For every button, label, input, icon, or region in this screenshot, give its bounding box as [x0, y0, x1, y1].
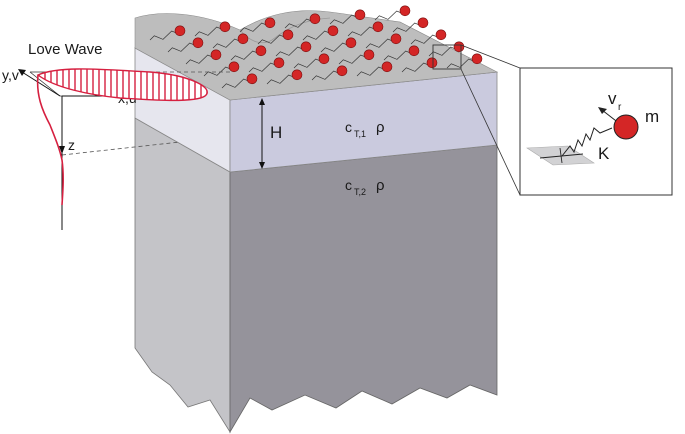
- surface-resonator-mass: [372, 21, 384, 33]
- surface-resonator-mass: [354, 9, 366, 21]
- surface-springs: [149, 10, 474, 89]
- surface-spring: [311, 70, 339, 81]
- y-axis-arrowhead: [18, 69, 26, 76]
- surface-spring: [230, 50, 258, 61]
- zoom-region-marker: [432, 44, 462, 70]
- diagram-title: Love Wave: [28, 41, 102, 58]
- surface-resonator-mass: [300, 41, 312, 53]
- surface-resonator-mass: [426, 57, 438, 69]
- y-axis-label: y,v: [2, 67, 19, 83]
- inset-resonator-mass: [613, 114, 639, 140]
- wave-reference-box-left: [29, 71, 61, 97]
- inset-stiffness-label: K: [598, 144, 610, 163]
- surface-resonator-masses: [174, 5, 483, 85]
- surface-spring: [374, 10, 402, 21]
- resonator-surface-film: [134, 10, 499, 101]
- surface-resonator-mass: [453, 41, 465, 53]
- surface-resonator-mass: [417, 17, 429, 29]
- surface-spring: [356, 66, 384, 77]
- surface-spring: [320, 42, 348, 53]
- inset-spring: [561, 127, 613, 157]
- surface-resonator-mass: [390, 33, 402, 45]
- surface-spring: [383, 50, 411, 61]
- substrate-side-face: [134, 117, 231, 434]
- surface-spring: [392, 22, 420, 33]
- surface-resonator-mass: [210, 49, 222, 61]
- velocity-arrowhead: [598, 107, 607, 114]
- love-wave-displacement-lobe: [36, 68, 208, 102]
- y-axis-line: [21, 71, 61, 97]
- surface-spring: [446, 58, 474, 69]
- substrate-velocity-symbol: c: [345, 177, 352, 193]
- z-axis-arrowhead: [59, 146, 65, 154]
- surface-spring: [401, 62, 429, 73]
- surface-spring: [239, 22, 267, 33]
- surface-resonator-mass: [408, 45, 420, 57]
- surface-spring: [185, 54, 213, 65]
- surface-spring: [221, 78, 249, 89]
- love-wave-depth-profile: [36, 74, 64, 206]
- surface-spring: [284, 18, 312, 29]
- surface-spring: [149, 30, 177, 41]
- surface-spring: [275, 46, 303, 57]
- surface-spring: [365, 38, 393, 49]
- layer1-velocity-symbol: c: [345, 119, 352, 135]
- surface-spring: [167, 42, 195, 53]
- wave-dashed-bottom: [61, 141, 181, 156]
- surface-resonator-mass: [471, 53, 483, 65]
- surface-resonator-mass: [399, 5, 411, 17]
- surface-resonator-mass: [174, 25, 186, 37]
- substrate-velocity-subscript: T,2: [354, 187, 366, 197]
- surface-resonator-mass: [192, 37, 204, 49]
- surface-resonator-mass: [273, 57, 285, 69]
- surface-spring: [257, 34, 285, 45]
- surface-film-wave-edge: [239, 17, 331, 44]
- inset-velocity-label: v: [608, 89, 617, 108]
- resonator-inset-box: [519, 67, 673, 196]
- surface-spring: [302, 30, 330, 41]
- surface-resonator-mass: [309, 13, 321, 25]
- surface-resonator-mass: [264, 17, 276, 29]
- surface-resonator-mass: [237, 33, 249, 45]
- thickness-arrow-top-head: [259, 98, 265, 105]
- surface-resonator-mass: [255, 45, 267, 57]
- surface-spring: [410, 34, 438, 45]
- surface-resonator-mass: [291, 69, 303, 81]
- substrate-front-face: [229, 144, 498, 434]
- surface-spring: [212, 38, 240, 49]
- surface-resonator-mass: [345, 37, 357, 49]
- surface-resonator-mass: [282, 29, 294, 41]
- surface-spring: [248, 62, 276, 73]
- layer1-density-symbol: ρ: [376, 119, 385, 136]
- surface-resonator-mass: [363, 49, 375, 61]
- zoom-connector-top: [460, 44, 521, 69]
- thickness-arrow-bottom-head: [259, 162, 265, 169]
- inset-anchor-tick: [559, 147, 563, 164]
- layer-thickness-label: H: [270, 123, 282, 142]
- surface-spring: [347, 26, 375, 37]
- inset-mass-label: m: [645, 107, 659, 126]
- surface-resonator-mass: [381, 61, 393, 73]
- surface-resonator-mass: [336, 65, 348, 77]
- layer1-velocity-subscript: T,1: [354, 129, 366, 139]
- zoom-connector-bottom: [460, 68, 521, 196]
- surface-resonator-mass: [318, 53, 330, 65]
- surface-resonator-mass: [228, 61, 240, 73]
- substrate-density-symbol: ρ: [376, 177, 385, 194]
- surface-resonator-mass: [219, 21, 231, 33]
- surface-spring: [194, 26, 222, 37]
- z-axis-label: z: [68, 137, 75, 153]
- surface-spring: [338, 54, 366, 65]
- inset-velocity-subscript: r: [618, 102, 622, 113]
- surface-resonator-mass: [435, 29, 447, 41]
- surface-resonator-mass: [246, 73, 258, 85]
- surface-spring: [293, 58, 321, 69]
- inset-base-plate: [526, 145, 595, 166]
- surface-spring: [266, 74, 294, 85]
- surface-spring: [329, 14, 357, 25]
- surface-resonator-mass: [327, 25, 339, 37]
